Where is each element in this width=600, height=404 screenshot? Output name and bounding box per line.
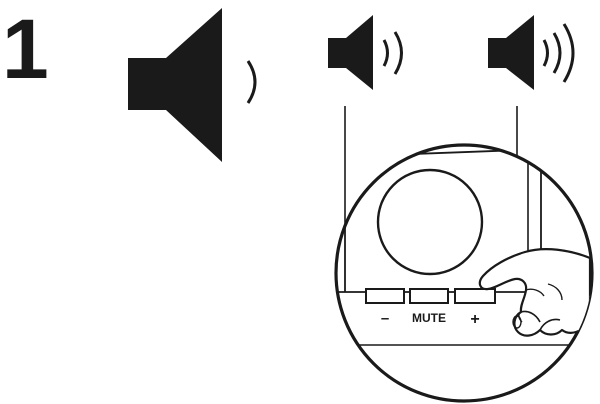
volume-up-label: + [470,311,479,328]
volume-down-button[interactable]: – [365,288,405,327]
mute-label: MUTE [412,311,446,325]
hand-illustration [478,248,592,337]
mute-button[interactable]: MUTE [409,288,449,325]
speaker-medium-volume-icon [328,15,403,90]
step-number: 1 [2,2,49,96]
magnified-device-view: – MUTE + [334,143,594,403]
device-dial [376,168,484,276]
speaker-high-volume-icon [488,15,575,90]
volume-down-label: – [381,310,389,327]
volume-up-button[interactable]: + [454,288,496,328]
speaker-low-volume-icon [128,8,257,162]
